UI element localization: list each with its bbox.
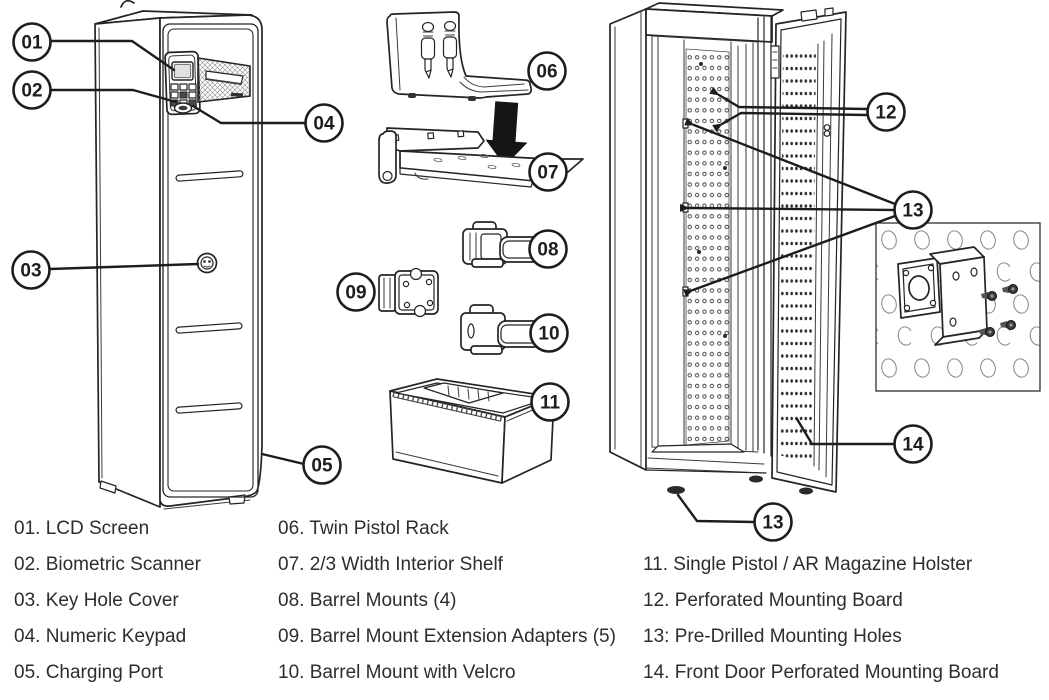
callout-14-label: 14 bbox=[902, 435, 924, 456]
shelf-bracket bbox=[378, 130, 397, 184]
legend-item-11: 11. Single Pistol / AR Magazine Holster bbox=[643, 554, 973, 575]
callout-13-right: 13 bbox=[893, 190, 933, 230]
perforated-mounting-board bbox=[685, 48, 730, 446]
twin-pistol-rack bbox=[386, 11, 533, 101]
door-top-tab bbox=[800, 9, 818, 22]
door-grooves bbox=[175, 170, 244, 414]
door-hinge-pin bbox=[823, 124, 831, 131]
callout-13-bottom-label: 13 bbox=[762, 513, 783, 534]
callout-04-label: 04 bbox=[313, 114, 335, 135]
pre-drilled-hole bbox=[682, 202, 689, 213]
down-arrow-icon bbox=[485, 101, 528, 167]
legend-item-13: 13: Pre-Drilled Mounting Holes bbox=[643, 626, 902, 647]
open-safe bbox=[609, 2, 847, 495]
lcd-screen bbox=[171, 61, 194, 81]
callout-11-label: 11 bbox=[540, 393, 561, 414]
legend-item-12: 12. Perforated Mounting Board bbox=[643, 590, 903, 611]
callout-02-label: 02 bbox=[21, 81, 42, 102]
pistol-cutout bbox=[420, 21, 436, 79]
mounting-bracket bbox=[929, 246, 988, 346]
safe-foot bbox=[749, 475, 763, 483]
legend-item-05: 05. Charging Port bbox=[14, 662, 164, 683]
door-top-tab bbox=[824, 7, 834, 17]
door-perforated-board bbox=[779, 45, 816, 464]
callout-03-label: 03 bbox=[20, 261, 41, 282]
safe-interior bbox=[651, 35, 759, 453]
legend-item-02: 02. Biometric Scanner bbox=[14, 554, 202, 575]
legend-item-04: 04. Numeric Keypad bbox=[14, 626, 186, 647]
callout-11: 11 bbox=[530, 382, 570, 422]
barrel-mount-extension-adapter bbox=[378, 267, 439, 318]
mounting-detail-inset bbox=[875, 222, 1041, 392]
legend-item-07: 07. 2/3 Width Interior Shelf bbox=[278, 554, 504, 575]
callout-02: 02 bbox=[12, 70, 52, 110]
handle-plate bbox=[197, 57, 251, 103]
safe-foot bbox=[99, 480, 117, 494]
magazine-holster bbox=[389, 378, 555, 484]
key-hole-cover bbox=[196, 252, 218, 274]
pre-drilled-hole bbox=[682, 286, 689, 297]
callout-08: 08 bbox=[528, 229, 568, 269]
callout-06: 06 bbox=[527, 51, 567, 91]
callout-09: 09 bbox=[336, 272, 376, 312]
legend-item-08: 08. Barrel Mounts (4) bbox=[278, 590, 456, 611]
callout-12-label: 12 bbox=[875, 103, 896, 124]
legend-item-01: 01. LCD Screen bbox=[14, 518, 149, 539]
door-foot bbox=[799, 487, 813, 495]
closed-safe bbox=[94, 10, 263, 510]
callout-01-label: 01 bbox=[21, 33, 43, 54]
callout-04: 04 bbox=[304, 103, 344, 143]
pre-drilled-hole bbox=[682, 118, 689, 129]
legend-item-10: 10. Barrel Mount with Velcro bbox=[278, 662, 516, 683]
callout-05-label: 05 bbox=[311, 456, 333, 477]
callout-14: 14 bbox=[893, 424, 933, 464]
door-hinge-pin bbox=[823, 130, 831, 137]
brand-mark bbox=[230, 92, 244, 97]
legend-item-03: 03. Key Hole Cover bbox=[14, 590, 179, 611]
callout-03: 03 bbox=[11, 250, 51, 290]
legend-item-06: 06. Twin Pistol Rack bbox=[278, 518, 449, 539]
callout-06-label: 06 bbox=[536, 62, 557, 83]
mounting-plate bbox=[897, 257, 941, 319]
callout-01: 01 bbox=[12, 22, 52, 62]
callout-10-label: 10 bbox=[538, 324, 559, 345]
callout-09-label: 09 bbox=[345, 283, 366, 304]
mounting-screws bbox=[979, 284, 1018, 337]
open-safe-top-rail bbox=[645, 8, 773, 43]
safe-side-panel bbox=[94, 17, 161, 508]
interior-floor bbox=[651, 443, 745, 453]
leader-lines bbox=[48, 39, 897, 524]
keypad-unit bbox=[164, 50, 201, 116]
legend-item-14: 14. Front Door Perforated Mounting Board bbox=[643, 662, 999, 683]
callout-13-bottom: 13 bbox=[753, 502, 793, 542]
callout-13-label: 13 bbox=[902, 201, 923, 222]
callout-07-label: 07 bbox=[537, 163, 558, 184]
callout-07: 07 bbox=[528, 152, 568, 192]
callout-12: 12 bbox=[866, 92, 906, 132]
safe-foot bbox=[667, 486, 685, 494]
legend-item-09: 09. Barrel Mount Extension Adapters (5) bbox=[278, 626, 616, 647]
callout-08-label: 08 bbox=[537, 240, 558, 261]
open-door bbox=[770, 7, 847, 495]
cropped-title-remnant bbox=[120, 0, 135, 8]
callout-10: 10 bbox=[529, 313, 569, 353]
callout-05: 05 bbox=[302, 445, 342, 485]
door-lock-bar bbox=[770, 45, 780, 79]
pistol-cutout bbox=[442, 20, 458, 78]
callouts: 01 02 03 04 05 06 07 08 09 10 11 12 13 1… bbox=[11, 22, 933, 542]
legend: 01. LCD Screen 02. Biometric Scanner 03.… bbox=[14, 518, 999, 683]
biometric-scanner bbox=[173, 102, 193, 114]
